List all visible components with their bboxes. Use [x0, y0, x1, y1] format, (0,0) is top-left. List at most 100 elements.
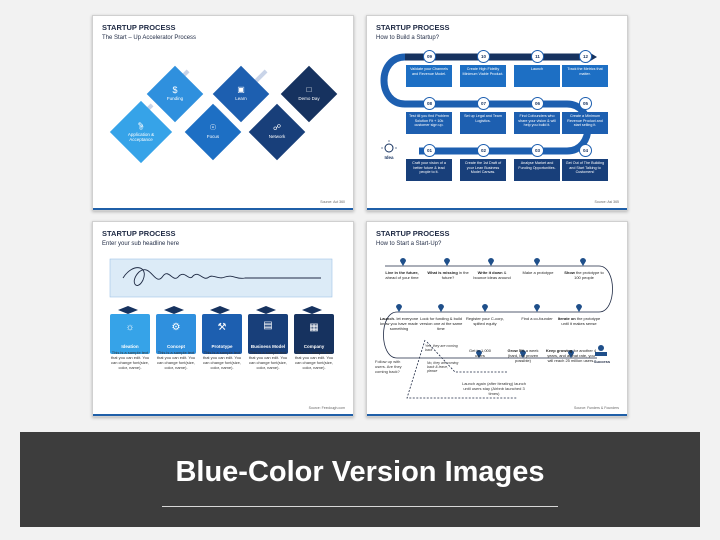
tools-icon: ⚒ [217, 322, 227, 333]
stage-box-ideation: ☼ Ideation [110, 314, 150, 354]
slide-title: STARTUP PROCESS [376, 23, 450, 32]
step-number: 05 [579, 97, 592, 110]
stage-label: Business Model [250, 343, 286, 349]
follow-up-text: Follow up with users. Are they coming ba… [375, 359, 402, 374]
location-pin-icon [534, 258, 540, 266]
briefcase-icon: ▦ [309, 322, 319, 333]
location-pin-icon [576, 304, 582, 312]
path-step-text: Make a prototype [522, 270, 554, 275]
slide-source: Source: Asi 365 [594, 200, 619, 204]
stage-description: This is a sample text that you can edit.… [248, 350, 288, 370]
path-step-bold: Grow 5% [507, 348, 525, 353]
step-number: 01 [423, 144, 436, 157]
step-number: 11 [531, 50, 544, 63]
path-step-bold: Write it down [477, 270, 503, 275]
slide-subtitle: The Start – Up Accelerator Process [102, 35, 197, 41]
path-step: Look for funding & build version one at … [419, 316, 463, 331]
location-pin-icon [438, 304, 444, 312]
step-funding-label: Funding [166, 96, 184, 101]
step-number: 08 [423, 97, 436, 110]
svg-text:☍: ☍ [273, 123, 281, 132]
stage-box-company: ▦ Company [294, 314, 334, 354]
launch-again-text: Launch again (after iterating) launch un… [461, 381, 527, 396]
step-description-box: Craft your vision of a better future & l… [406, 159, 452, 181]
path-step-text: Find a co-founder [521, 316, 553, 321]
location-pin-icon [520, 350, 526, 358]
path-step-text: & bounce ideas around [473, 270, 511, 280]
location-pin-icon [482, 304, 488, 312]
stage-label: Company [303, 344, 325, 349]
location-pin-icon [534, 304, 540, 312]
slide-thumbnail-3[interactable]: STARTUP PROCESS Enter your sub headline … [92, 221, 354, 417]
slide-thumbnail-2[interactable]: STARTUP PROCESS How to Build a Startup? … [366, 15, 628, 211]
slide-subtitle: How to Start a Start-Up? [376, 241, 442, 247]
slide-footer-bar [367, 208, 627, 210]
slide-footer-bar [93, 414, 353, 416]
step-description-box: Analyse Market and Funding Opportunities… [514, 159, 560, 181]
slide-subtitle: Enter your sub headline here [102, 241, 180, 247]
step-description-box: Launch [514, 65, 560, 87]
step-description-box: Create the 1st Draft of your Lean Busine… [460, 159, 506, 181]
path-step-text: in the future? [441, 270, 469, 280]
slide-thumbnail-4[interactable]: STARTUP PROCESS How to Start a Start-Up?… [366, 221, 628, 417]
step-learn-label: Learn [235, 96, 247, 101]
step-number: 06 [531, 97, 544, 110]
slide-source: Source: Funders & Founders [574, 406, 619, 410]
path-step-bold: Iterate on [557, 316, 576, 321]
path-step: Get to 1,000 users [465, 348, 495, 358]
svg-text:▣: ▣ [237, 85, 245, 94]
step-description-box: Track the Metrics that matter. [562, 65, 608, 87]
svg-text:◎: ◎ [139, 125, 144, 131]
stage-label: Prototype [211, 344, 233, 349]
stage-description: This is a sample text that you can edit.… [202, 350, 242, 370]
version-banner: Blue-Color Version Images [20, 432, 700, 527]
step-number: 07 [477, 97, 490, 110]
slide-footer-bar [93, 208, 353, 210]
banner-title: Blue-Color Version Images [175, 456, 545, 488]
stage-label: Concept [167, 344, 185, 349]
stage-box-prototype: ⚒ Prototype [202, 314, 242, 354]
path-step: Live in the future, ahead of your time [381, 270, 423, 280]
step-network-label: Network [268, 134, 286, 139]
step-demo-label: Demo Day [298, 96, 320, 101]
path-step: Find a co-founder [515, 316, 559, 321]
step-description-box: Find Cofounders who share your vision & … [514, 112, 560, 134]
path-step: Grow 5% a week (hard, but proven possibl… [503, 348, 543, 363]
path-step: Register your C-corp, splited equity [463, 316, 507, 326]
path-step-text: for another 4 years, and at that rate, y… [547, 348, 597, 363]
path-step-text: a week (hard, but proven possible) [507, 348, 539, 363]
location-pin-icon [400, 258, 406, 266]
step-application-label: Application & Acceptance [127, 132, 155, 143]
location-pin-icon [568, 350, 574, 358]
gear-icon: ⚙ [171, 322, 181, 333]
path-step: Keep growing for another 4 years, and at… [545, 348, 597, 363]
path-step-text: Look for funding & build version one at … [419, 316, 463, 331]
stage-box-business-model: ▤ Business Model [248, 314, 288, 354]
slide-thumbnail-1[interactable]: STARTUP PROCESS The Start – Up Accelerat… [92, 15, 354, 211]
step-description-box: Validate your Channels and Revenue Model… [406, 65, 452, 87]
step-number: 02 [477, 144, 490, 157]
path-step-bold: What is missing [427, 270, 458, 275]
step-number: 03 [531, 144, 544, 157]
banner-divider [162, 506, 558, 507]
idea-label: Idea [384, 155, 394, 160]
path-step-bold: Live in the future, [385, 270, 419, 275]
squiggle-diagram [109, 258, 333, 314]
location-pin-icon [396, 304, 402, 312]
path-step: Make a prototype [517, 270, 559, 275]
path-step-bold: Launch [379, 316, 394, 321]
path-step-text: - let everyone know you have made someth… [380, 316, 419, 331]
step-description-box: Test till you find Problem Solution Fit … [406, 112, 452, 134]
location-pin-icon [476, 350, 482, 358]
slide-source: Source: Feedough.com [308, 406, 345, 410]
step-number: 09 [423, 50, 436, 63]
step-number: 04 [579, 144, 592, 157]
stage-description: This is a sample text that you can edit.… [110, 350, 150, 370]
slide-title: STARTUP PROCESS [102, 23, 176, 32]
svg-text:$: $ [172, 85, 177, 95]
lightbulb-icon: ☼ [125, 322, 135, 333]
path-step-text: the prototype to 100 people [574, 270, 604, 280]
location-pin-icon [488, 258, 494, 266]
path-step-text: ahead of your time [385, 275, 419, 280]
location-pin-icon [580, 258, 586, 266]
